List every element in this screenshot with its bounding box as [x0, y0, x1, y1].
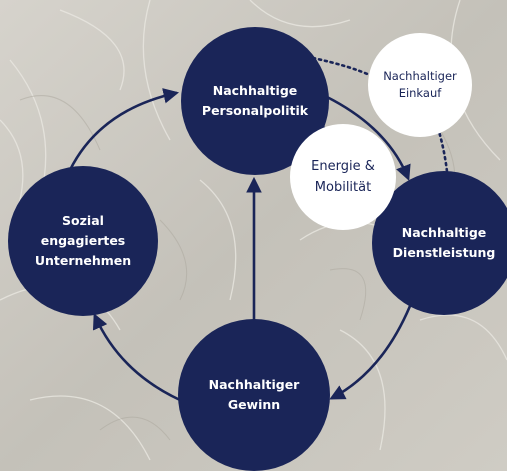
- arrow-gewinn-to-sozial: [92, 313, 182, 402]
- arrow-sozial-to-personalpolitik: [68, 88, 180, 172]
- aux-energie-mobilitaet: Energie & Mobilität: [290, 124, 396, 230]
- aux-label: Nachhaltiger Einkauf: [383, 69, 457, 100]
- dotted-link-einkauf-top: [311, 56, 374, 78]
- node-sozial-engagiertes-unternehmen: Sozial engagiertes Unternehmen: [8, 166, 158, 316]
- node-nachhaltige-dienstleistung: Nachhaltige Dienstleistung: [372, 171, 507, 315]
- node-nachhaltige-personalpolitik: Nachhaltige Personalpolitik: [181, 27, 329, 175]
- node-nachhaltiger-gewinn: Nachhaltiger Gewinn: [178, 319, 330, 471]
- node-label: Sozial engagiertes Unternehmen: [34, 213, 132, 268]
- arrow-dienstleistung-to-gewinn: [329, 304, 412, 400]
- arrow-personalpolitik-to-dienstleistung: [325, 95, 411, 181]
- node-label: Nachhaltige Personalpolitik: [201, 83, 309, 118]
- node-label: Nachhaltige Dienstleistung: [392, 225, 496, 260]
- aux-label: Energie & Mobilität: [311, 159, 375, 195]
- aux-nachhaltiger-einkauf: Nachhaltiger Einkauf: [368, 33, 472, 137]
- node-label: Nachhaltiger Gewinn: [208, 377, 300, 412]
